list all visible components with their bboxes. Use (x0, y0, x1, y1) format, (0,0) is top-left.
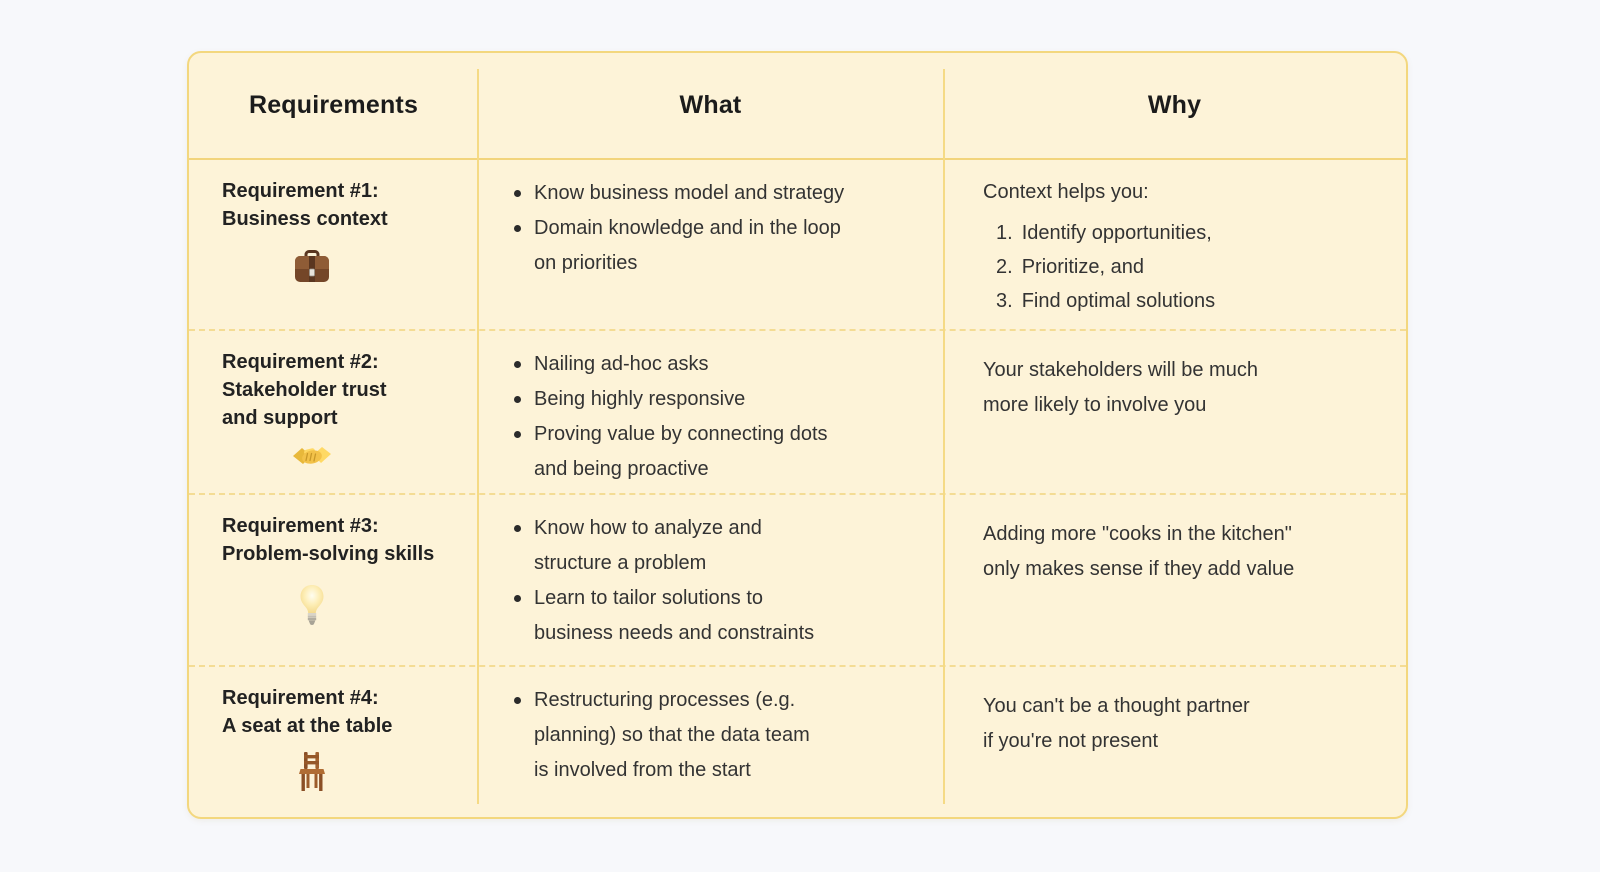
list-item: Nailing ad-hoc asks (514, 347, 929, 382)
bullet-icon (514, 697, 521, 704)
table-header-row: Requirements What Why (189, 53, 1406, 160)
bullet-icon (514, 431, 521, 438)
why-text: Adding more "cooks in the kitchen"only m… (983, 523, 1295, 580)
column-divider (477, 69, 479, 804)
what-4-cell: Restructuring processes (e.g.planning) s… (478, 667, 943, 792)
handshake-icon (222, 442, 402, 472)
why-1-cell: Context helps you: 1. Identify opportuni… (943, 160, 1406, 329)
requirements-table: Requirements What Why Requirement #1:Bus… (187, 51, 1408, 819)
bullet-icon (514, 525, 521, 532)
requirement-3-cell: Requirement #3:Problem-solving skills (189, 495, 478, 665)
header-why: Why (1147, 91, 1202, 119)
numbered-item: 1. Identify opportunities, (983, 216, 1392, 250)
column-divider (943, 69, 945, 804)
item-text: Prioritize, and (1021, 256, 1144, 278)
item-number: 2. (996, 256, 1013, 278)
item-text: Find optimal solutions (1021, 290, 1216, 312)
lightbulb-icon (222, 584, 402, 628)
requirement-3-title: Requirement #3:Problem-solving skills (222, 515, 435, 565)
table-row: Requirement #1:Business context Know bus… (189, 160, 1406, 329)
requirement-4-title: Requirement #4:A seat at the table (222, 687, 393, 737)
bullet-text: Restructuring processes (e.g.planning) s… (534, 689, 810, 781)
why-intro: Context helps you: (983, 181, 1149, 203)
header-requirements: Requirements (248, 91, 419, 119)
bullet-icon (514, 396, 521, 403)
requirement-1-cell: Requirement #1:Business context (189, 160, 478, 329)
item-number: 1. (996, 222, 1013, 244)
what-1-cell: Know business model and strategy Domain … (478, 160, 943, 329)
table-row: Requirement #4:A seat at the table (189, 665, 1406, 792)
list-item: Being highly responsive (514, 382, 929, 417)
bullet-text: Know business model and strategy (534, 182, 845, 204)
item-text: Identify opportunities, (1021, 222, 1212, 244)
table-row: Requirement #3:Problem-solving skills (189, 493, 1406, 665)
chair-icon (222, 752, 402, 792)
bullet-icon (514, 361, 521, 368)
header-what: What (679, 91, 742, 119)
bullet-icon (514, 190, 521, 197)
why-3-cell: Adding more "cooks in the kitchen"only m… (943, 495, 1406, 665)
list-item: Restructuring processes (e.g.planning) s… (514, 683, 929, 788)
numbered-item: 2. Prioritize, and (983, 250, 1392, 284)
briefcase-icon (222, 249, 402, 283)
what-2-cell: Nailing ad-hoc asks Being highly respons… (478, 331, 943, 493)
bullet-icon (514, 225, 521, 232)
requirement-4-cell: Requirement #4:A seat at the table (189, 667, 478, 792)
bullet-text: Nailing ad-hoc asks (534, 353, 709, 375)
bullet-text: Being highly responsive (534, 388, 746, 410)
bullet-icon (514, 595, 521, 602)
item-number: 3. (996, 290, 1013, 312)
numbered-item: 3. Find optimal solutions (983, 284, 1392, 318)
requirement-1-title: Requirement #1:Business context (222, 180, 388, 230)
list-item: Know business model and strategy (514, 176, 929, 211)
